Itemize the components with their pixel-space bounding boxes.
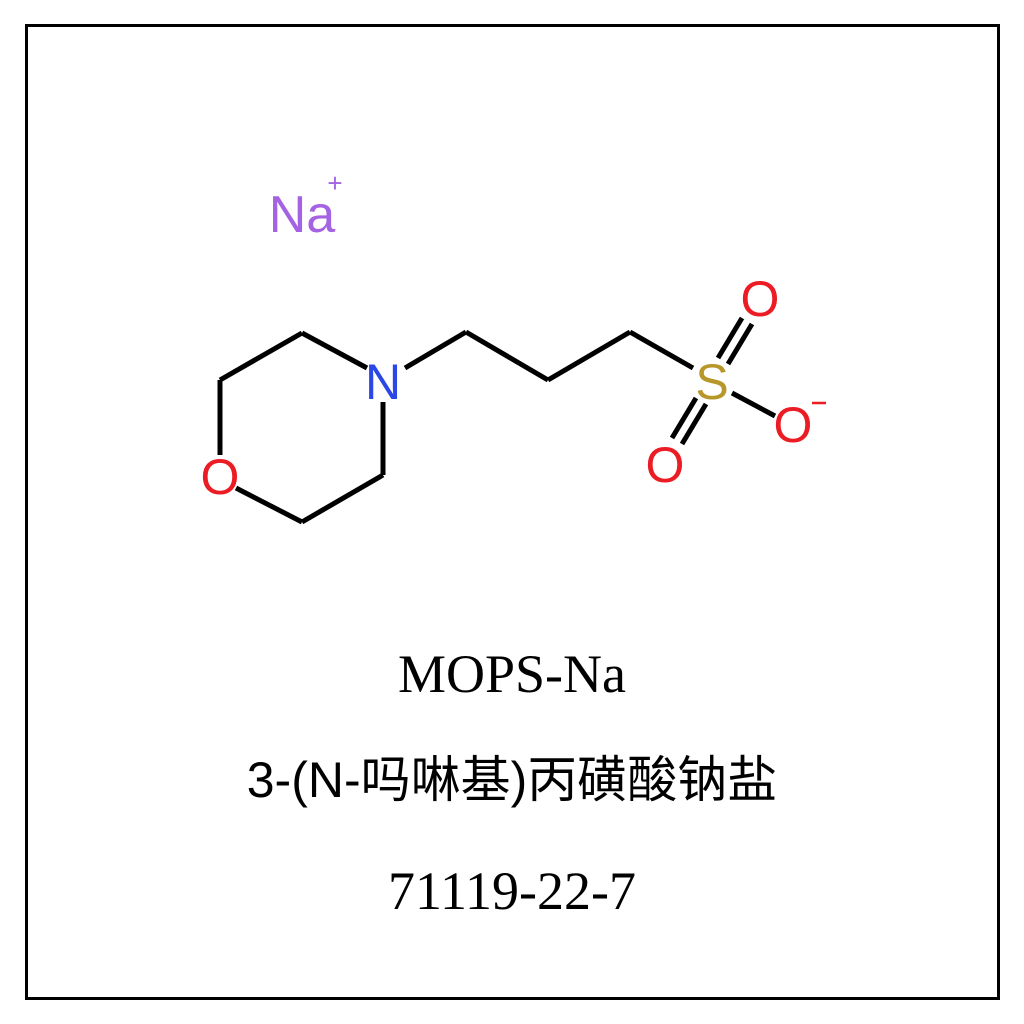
sulfonyl-oxygen-bottom-label: O [646, 437, 685, 493]
bond [715, 316, 745, 360]
bond [218, 330, 304, 383]
nitrogen-atom-label: N [365, 354, 401, 410]
compound-chinese-name: 3-(N-吗啉基)丙磺酸钠盐 [246, 752, 778, 808]
bond [546, 329, 632, 383]
bonds [217, 316, 777, 525]
bond [403, 329, 468, 371]
bond [300, 472, 385, 525]
positive-charge-icon: + [327, 168, 342, 198]
bond [730, 390, 777, 419]
sulfonyl-oxygen-top-label: O [741, 271, 780, 327]
sodium-ion-label: Na [269, 186, 336, 244]
compound-abbreviation: MOPS-Na [397, 644, 627, 704]
bond [464, 329, 550, 383]
bond [725, 322, 755, 366]
sulfur-atom-label: S [695, 354, 728, 410]
bond [679, 402, 709, 446]
anionic-oxygen-label: O [774, 397, 813, 453]
ring-oxygen-atom-label: O [201, 449, 240, 505]
bond [628, 329, 695, 371]
image-border [25, 24, 1000, 1000]
bond [669, 396, 699, 440]
cas-number: 71119-22-7 [388, 861, 636, 921]
bond [300, 330, 369, 371]
bond [234, 485, 304, 525]
